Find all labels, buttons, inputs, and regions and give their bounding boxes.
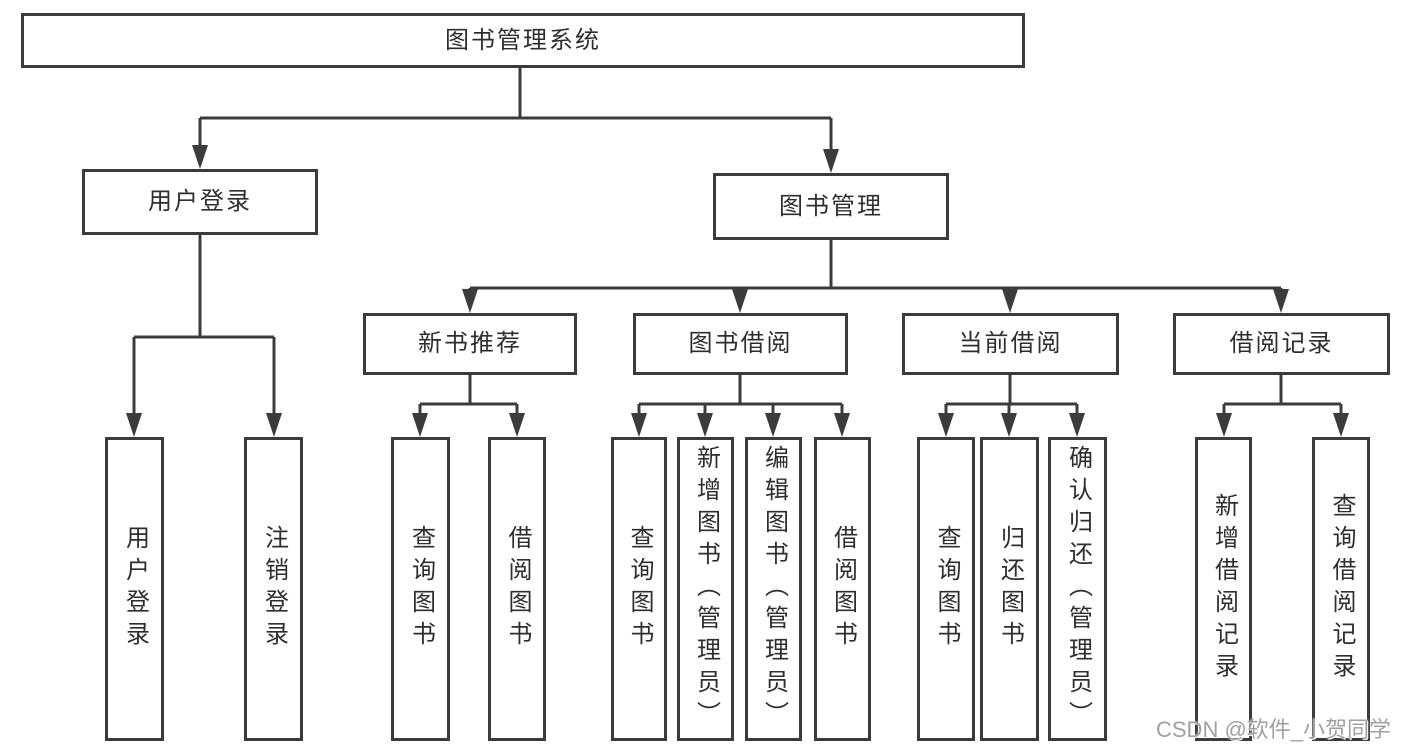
node-label: 确认归还（管理员） bbox=[1064, 445, 1092, 733]
watermark: CSDN @软件_小贺同学 bbox=[1156, 717, 1392, 742]
arrowhead-icon bbox=[192, 145, 208, 169]
arrowhead-icon bbox=[1069, 413, 1085, 437]
node-label: 图书管理系统 bbox=[445, 26, 601, 54]
node-label: 图书借阅 bbox=[688, 330, 793, 357]
node-label: 当前借阅 bbox=[958, 330, 1063, 357]
arrowhead-icon bbox=[765, 413, 781, 437]
arrowhead-icon bbox=[1273, 289, 1289, 313]
node-label: 借阅记录 bbox=[1229, 330, 1334, 357]
node-label: 归还图书 bbox=[996, 525, 1024, 653]
arrowhead-icon bbox=[823, 149, 839, 173]
arrowhead-icon bbox=[412, 413, 428, 437]
arrowhead-icon bbox=[834, 413, 850, 437]
arrowhead-icon bbox=[462, 289, 478, 313]
leaf-add-borrow-record: 新增借阅记录 bbox=[1195, 437, 1252, 741]
leaf-confirm-return-admin: 确认归还（管理员） bbox=[1048, 437, 1107, 741]
node-label: 新书推荐 bbox=[418, 330, 522, 357]
arrowhead-icon bbox=[1333, 413, 1349, 437]
arrowhead-icon bbox=[266, 413, 282, 437]
leaf-borrow-books: 借阅图书 bbox=[814, 437, 871, 741]
node-new-book-recommend: 新书推荐 bbox=[363, 313, 577, 375]
node-label: 图书管理 bbox=[779, 192, 883, 220]
leaf-borrow-books-recommend: 借阅图书 bbox=[488, 437, 546, 741]
node-label: 查询图书 bbox=[407, 525, 435, 653]
node-label: 新增图书（管理员） bbox=[692, 445, 720, 733]
leaf-query-books-recommend: 查询图书 bbox=[391, 437, 450, 741]
node-book-borrowing: 图书借阅 bbox=[633, 313, 848, 375]
node-book-management: 图书管理 bbox=[713, 173, 949, 240]
arrowhead-icon bbox=[732, 289, 748, 313]
node-label: 编辑图书（管理员） bbox=[760, 445, 788, 733]
node-label: 借阅图书 bbox=[829, 525, 857, 653]
arrowhead-icon bbox=[631, 413, 647, 437]
arrowhead-icon bbox=[1216, 413, 1232, 437]
arrowhead-icon bbox=[1002, 289, 1018, 313]
node-label: 查询借阅记录 bbox=[1328, 493, 1355, 685]
arrowhead-icon bbox=[509, 413, 525, 437]
arrowhead-icon bbox=[126, 413, 142, 437]
node-label: 注销登录 bbox=[260, 525, 288, 653]
node-library-system: 图书管理系统 bbox=[21, 13, 1025, 68]
arrowhead-icon bbox=[938, 413, 954, 437]
arrowhead-icon bbox=[697, 413, 713, 437]
leaf-query-books-current: 查询图书 bbox=[917, 437, 975, 741]
node-label: 用户登录 bbox=[148, 188, 252, 215]
leaf-add-book-admin: 新增图书（管理员） bbox=[677, 437, 734, 741]
node-label: 借阅图书 bbox=[504, 525, 531, 653]
node-current-borrowing: 当前借阅 bbox=[902, 313, 1119, 375]
node-label: 用户登录 bbox=[121, 525, 149, 653]
leaf-user-login: 用户登录 bbox=[105, 437, 164, 741]
leaf-return-books: 归还图书 bbox=[980, 437, 1039, 741]
leaf-query-borrow-record: 查询借阅记录 bbox=[1312, 437, 1370, 741]
node-label: 查询图书 bbox=[933, 525, 960, 653]
arrowhead-icon bbox=[1001, 413, 1017, 437]
leaf-query-books-borrowing: 查询图书 bbox=[611, 437, 667, 741]
node-label: 查询图书 bbox=[626, 525, 653, 653]
node-borrow-records: 借阅记录 bbox=[1173, 313, 1390, 375]
node-user-login: 用户登录 bbox=[82, 169, 318, 235]
leaf-logout: 注销登录 bbox=[244, 437, 303, 741]
node-label: 新增借阅记录 bbox=[1210, 493, 1238, 685]
leaf-edit-book-admin: 编辑图书（管理员） bbox=[745, 437, 802, 741]
